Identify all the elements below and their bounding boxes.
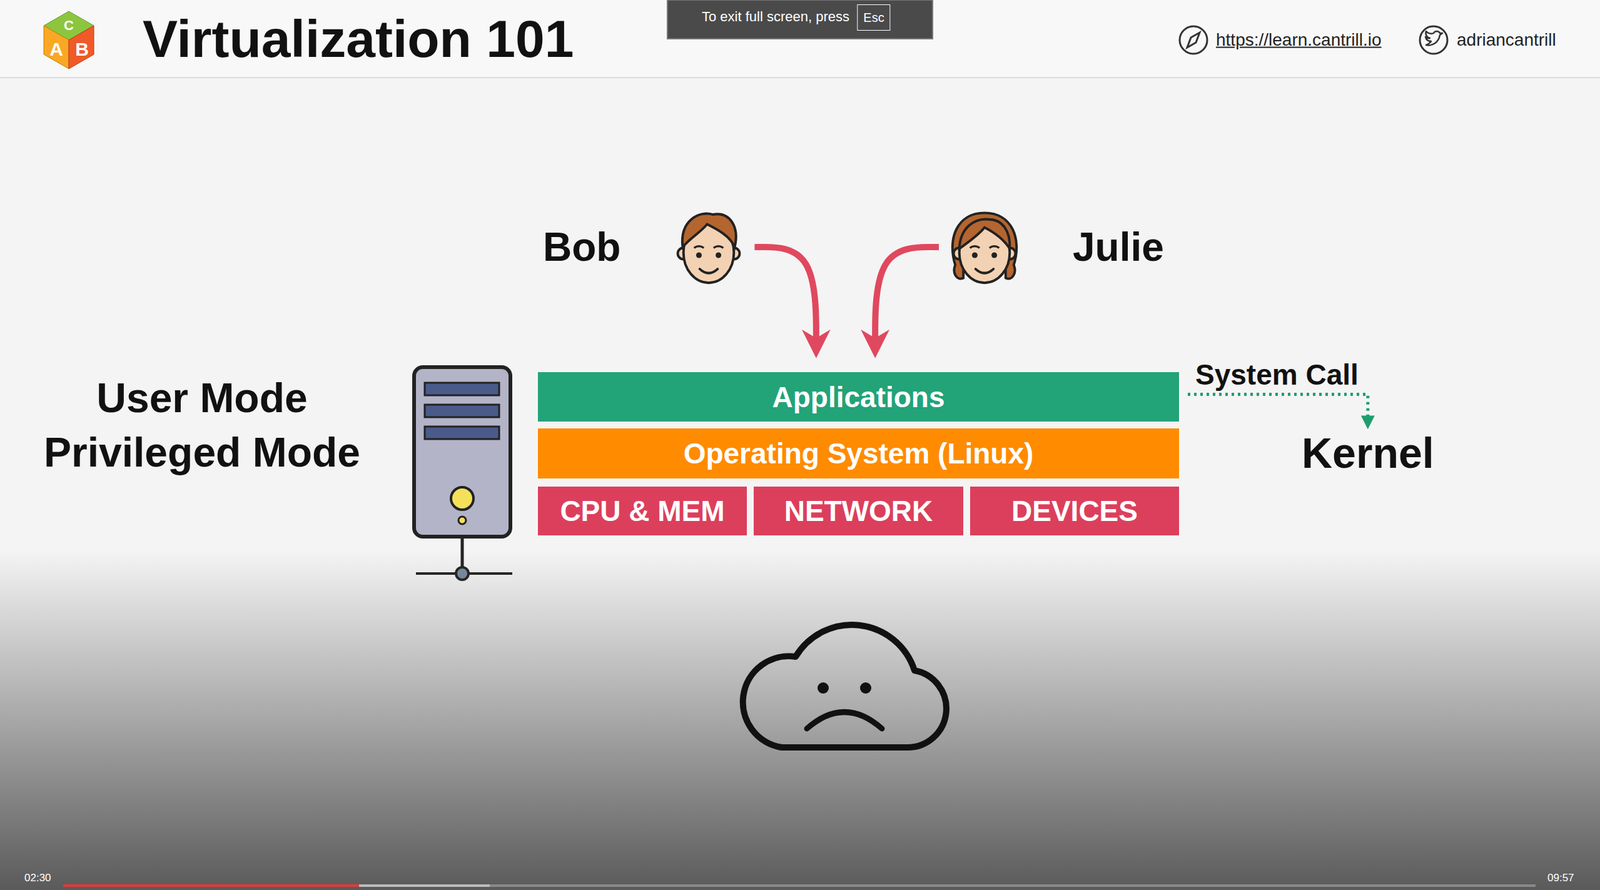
status-light [458,516,466,525]
edge-label: System Call [1192,359,1362,391]
cloud-outline [743,624,947,748]
user-avatar: Julie [943,206,1165,288]
system-call-arrow [1187,394,1368,427]
bird-glyph [1425,31,1443,46]
total-time: 09:57 [1547,872,1575,885]
cloud-eye [817,682,829,694]
server-icon [414,367,513,580]
mode-label: Privileged Mode [43,429,361,476]
person-name: Bob [542,225,621,269]
mode-label: User Mode [96,375,308,421]
elapsed-time: 02:30 [24,872,52,885]
server-slot [424,382,500,396]
layer-band: Operating System (Linux) [537,428,1180,479]
logo-letter: B [75,38,89,60]
smile [975,268,994,274]
compass-needle [1187,32,1200,48]
brow [694,246,705,249]
face-icon [943,206,1026,288]
power-light [450,487,474,510]
icon-ring [1419,26,1448,54]
progress-bar [63,884,1536,887]
website-link: https://learn.cantrill.io [1215,30,1382,51]
layer-band: CPU & MEM [537,486,747,536]
brow [713,246,724,249]
brow [989,246,1000,249]
cloud-eye [860,682,872,694]
logo-letter: C [63,18,74,34]
user-avatar: Bob [542,206,750,288]
key-cap: Esc [856,4,891,31]
hair [682,213,737,248]
toast-text: To exit full screen, press [701,9,850,25]
eye [715,252,722,258]
face-icon [668,206,750,288]
eye [696,252,702,258]
sad-cloud-icon [743,624,947,748]
layer-label: NETWORK [784,494,934,528]
layer-band: DEVICES [970,486,1180,536]
header-rule [0,76,1600,79]
header-bar [0,0,1600,78]
server-slot [424,404,500,418]
slide-title: Virtualization 101 [142,10,574,68]
twitter-handle: adriancantrill [1456,30,1557,51]
layer-label: Operating System (Linux) [683,436,1034,471]
layer-label: CPU & MEM [559,494,725,528]
layer-label: DEVICES [1011,494,1138,528]
fullscreen-toast [667,0,933,39]
smile [699,268,719,274]
logo-letter: A [49,38,64,60]
node-label: Kernel [1301,431,1435,475]
progress-buffer [63,884,490,887]
progress-track [63,884,1536,887]
server-slot [424,426,500,440]
twitter-icon [1419,26,1448,54]
layer-label: Applications [771,380,945,415]
abc-logo [43,11,94,69]
server-case [414,367,511,537]
progress-played [63,884,360,887]
eye [991,252,998,258]
layer-band: NETWORK [753,486,964,536]
text-node: Kernel [1301,431,1435,475]
icon-ring [1179,26,1208,54]
user-arrow [875,247,939,350]
eye [972,252,978,258]
layer-band: Applications [537,372,1180,422]
brow [970,246,981,249]
person-name: Julie [1072,225,1165,269]
compass-icon [1179,26,1208,54]
player-shade [0,550,1600,890]
user-arrow [754,247,816,350]
cloud-frown [806,712,882,730]
hair [959,219,1011,249]
